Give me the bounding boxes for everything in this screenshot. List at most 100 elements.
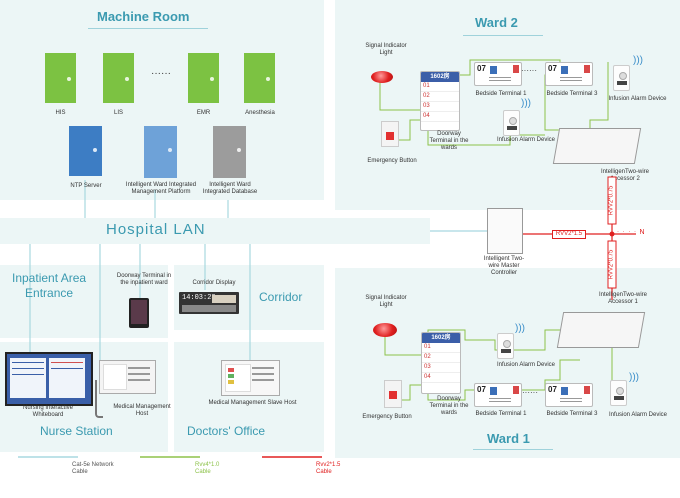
legend-cat5-label: Cat-5e Network Cable [72, 462, 114, 475]
slave-host-label: Medical Management Slave Host [208, 400, 297, 406]
anesthesia-server-icon[interactable] [244, 53, 275, 103]
door-header: 1602房 [422, 333, 460, 343]
entrance-doorway-terminal[interactable] [129, 298, 149, 328]
doctors-office-title: Doctors' Office [187, 424, 266, 438]
ward2-accessor-device[interactable] [552, 128, 642, 164]
ntp-server-icon[interactable] [69, 126, 102, 176]
ward2-signal-label: Signal Indicator Light [365, 43, 407, 56]
ntp-label: NTP Server [70, 183, 102, 189]
ward1-wifi-right-icon: ))) [629, 372, 639, 383]
door-row: 01 [422, 343, 460, 353]
emr-server-icon[interactable] [188, 53, 219, 103]
ward2-doorway-label: Doorway Terminal in the wards [429, 131, 469, 151]
ward1-bedside1-label: Bedside Terminal 1 [475, 411, 527, 417]
ward2-title: Ward 2 [475, 15, 518, 30]
ward1-doorway-label: Doorway Terminal in the wards [429, 396, 469, 416]
ward2-bedside1-label: Bedside Terminal 1 [475, 91, 527, 97]
rvv2-n-label: N [639, 229, 645, 236]
nursing-whiteboard-device[interactable] [5, 352, 93, 406]
medical-management-host-device[interactable] [99, 360, 156, 394]
ward1-signal-light-icon [373, 323, 397, 337]
database-label: Intelligent Ward Integrated Database [202, 182, 258, 195]
ward2-bedside-terminal-1[interactable]: 07 [474, 62, 522, 86]
ward2-accessor-label: IntelligenTwo-wire Accessor 2 [600, 169, 650, 182]
legend-rvv4-label: Rvv4*1.0 Cable [195, 462, 220, 475]
slave-host-device[interactable] [221, 360, 280, 396]
ward1-rvv4-wiring [384, 329, 560, 356]
ward1-wifi-left-icon: ))) [515, 323, 525, 334]
bed-number: 07 [477, 385, 486, 394]
door-row: 03 [422, 363, 460, 373]
corridor-clock-display-icon: 14:03:23 [182, 294, 216, 302]
platform-server-icon[interactable] [144, 126, 177, 178]
ward1-infusion-alarm-right-icon[interactable] [610, 380, 627, 406]
ward2-emergency-button-icon[interactable] [381, 121, 399, 147]
emr-label: EMR [196, 110, 211, 116]
ward1-accessor-label: IntelligenTwo-wire Accessor 1 [598, 292, 648, 305]
ward1-emergency-label: Emergency Button [362, 414, 412, 420]
ward2-infusion-left-label: Infusion Alarm Device [496, 137, 556, 143]
bed-number: 07 [548, 385, 557, 394]
nurse-station-title: Nurse Station [40, 424, 113, 438]
ward1-infusion-right-label: Infusion Alarm Device [608, 412, 668, 418]
ward1-accessor-device[interactable] [556, 312, 646, 348]
ward1-emergency-button-icon[interactable] [384, 380, 402, 408]
inpatient-entrance-title: Inpatient Area Entrance [12, 271, 87, 300]
ward1-zone [335, 268, 680, 458]
corridor-display-label: Corridor Display [192, 280, 236, 286]
his-label: HIS [55, 110, 66, 116]
ward2-rvv4-wiring-b [390, 119, 545, 146]
ward1-infusion-alarm-left-icon[interactable] [497, 333, 514, 359]
lis-label: LIS [113, 110, 123, 116]
ward2-signal-light-icon [371, 71, 393, 83]
platform-label: Intelligent Ward Integrated Management P… [125, 182, 197, 195]
rvv2-continuation-dots: · · · · · [617, 229, 643, 235]
ward2-infusion-right-label: Infusion Alarm Device [608, 96, 667, 102]
ward2-doorway-terminal[interactable]: 1602房 01 02 03 04 [420, 71, 460, 131]
hospital-lan-band [0, 218, 430, 244]
door-header: 1602房 [421, 72, 459, 82]
his-server-icon[interactable] [45, 53, 76, 103]
lis-server-icon[interactable] [103, 53, 134, 103]
door-row: 04 [422, 373, 460, 383]
ward2-wifi-left-icon: ))) [521, 98, 531, 109]
ward2-wifi-right-icon: ))) [633, 55, 643, 66]
door-row: 04 [421, 112, 459, 122]
ward2-infusion-alarm-right-icon[interactable] [613, 65, 630, 91]
door-row: 02 [422, 353, 460, 363]
ward1-signal-label: Signal Indicator Light [365, 295, 407, 308]
ward2-bedside-terminal-3[interactable]: 07 [545, 62, 593, 86]
servers-ellipsis: ······ [151, 68, 171, 79]
master-controller-device[interactable] [487, 208, 523, 254]
machine-room-title-underline [88, 28, 208, 29]
ward2-rvv4-wiring-c [589, 62, 609, 135]
corridor-display-device[interactable]: 14:03:23 [179, 292, 239, 314]
ward2-bedside3-label: Bedside Terminal 3 [546, 91, 598, 97]
database-server-icon[interactable] [213, 126, 246, 178]
door-row: 03 [421, 102, 459, 112]
legend-rvv2-label: Rvv2*1.5 Cable [316, 462, 341, 475]
rvv2-junction [609, 231, 615, 237]
door-row: 02 [421, 92, 459, 102]
ward2-emergency-label: Emergency Button [367, 158, 417, 164]
ward1-bedside-terminal-3[interactable]: 07 [545, 383, 593, 407]
door-row: 01 [421, 82, 459, 92]
rvv2-up-label: RVV2*0.75 [607, 176, 617, 225]
host-label: Medical Management Host [113, 404, 171, 417]
ward1-bedside3-label: Bedside Terminal 3 [546, 411, 598, 417]
bed-number: 07 [477, 64, 486, 73]
bed-number: 07 [548, 64, 557, 73]
ward2-infusion-alarm-left-icon[interactable] [503, 110, 520, 136]
ward1-doorway-terminal[interactable]: 1602房 01 02 03 04 [421, 332, 461, 394]
host-handset [95, 380, 103, 418]
ward2-title-underline [463, 35, 543, 36]
rvv2-cable-label: RVV2*1.5 [552, 230, 586, 239]
ward1-title: Ward 1 [487, 431, 530, 446]
ward1-bedside-terminal-1[interactable]: 07 [474, 383, 522, 407]
rvv2-down-label: RVV2*0.75 [607, 240, 617, 289]
master-controller-label: Intelligent Two- wire Master Controller [483, 256, 525, 276]
ward1-infusion-left-label: Infusion Alarm Device [496, 362, 556, 368]
machine-room-title: Machine Room [97, 9, 190, 24]
ward2-bedside-ellipsis: ······ [521, 66, 537, 75]
